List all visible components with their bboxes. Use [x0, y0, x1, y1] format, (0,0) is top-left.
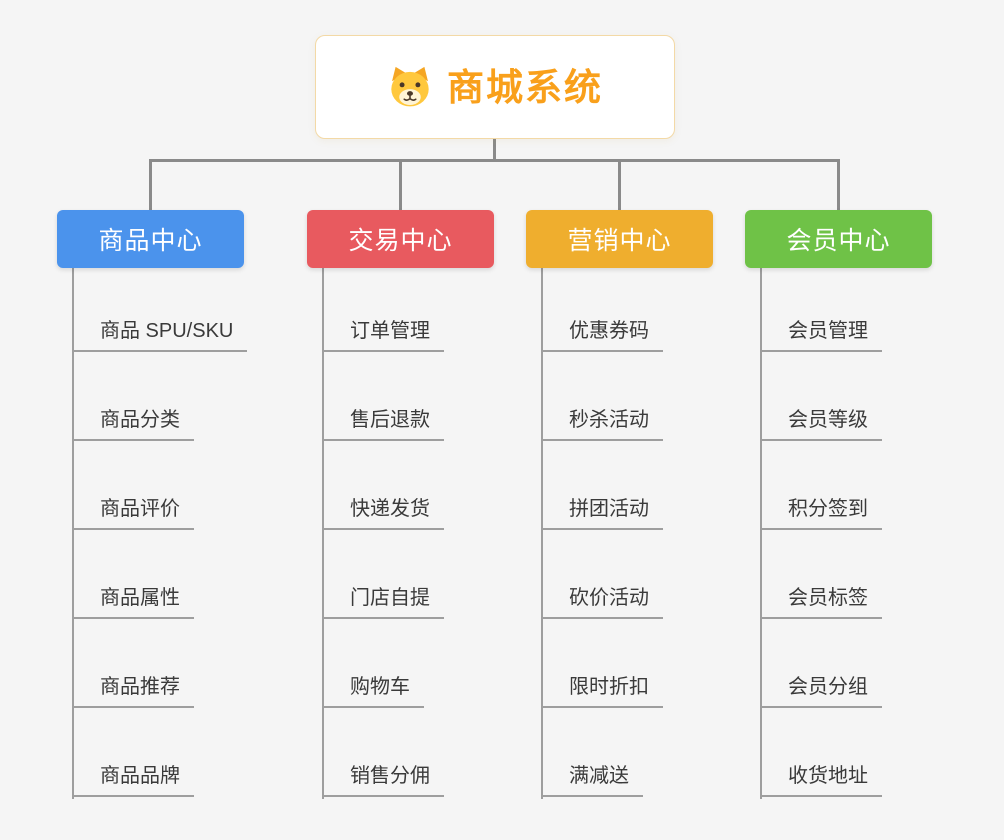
branch-node-member-center[interactable]: 会员中心 — [745, 210, 932, 268]
branch-spine-trade — [322, 268, 324, 799]
topic-node[interactable]: 商品评价 — [72, 492, 194, 530]
connector-branch-drop-4 — [837, 159, 840, 212]
connector-branch-drop-2 — [399, 159, 402, 212]
topic-node[interactable]: 会员等级 — [760, 403, 882, 441]
topic-node[interactable]: 限时折扣 — [541, 670, 663, 708]
connector-root-drop — [493, 138, 496, 161]
topic-node[interactable]: 满减送 — [541, 759, 643, 797]
branch-node-product-center[interactable]: 商品中心 — [57, 210, 244, 268]
topic-node[interactable]: 商品推荐 — [72, 670, 194, 708]
topic-node[interactable]: 销售分佣 — [322, 759, 444, 797]
dog-icon — [387, 64, 433, 110]
branch-node-trade-center[interactable]: 交易中心 — [307, 210, 494, 268]
connector-branch-drop-3 — [618, 159, 621, 212]
topic-node[interactable]: 商品品牌 — [72, 759, 194, 797]
topic-node[interactable]: 订单管理 — [322, 314, 444, 352]
topic-node[interactable]: 优惠券码 — [541, 314, 663, 352]
root-title: 商城系统 — [447, 66, 603, 108]
topic-node[interactable]: 会员管理 — [760, 314, 882, 352]
topic-node[interactable]: 积分签到 — [760, 492, 882, 530]
topic-node[interactable]: 会员标签 — [760, 581, 882, 619]
topic-node[interactable]: 秒杀活动 — [541, 403, 663, 441]
topic-node[interactable]: 拼团活动 — [541, 492, 663, 530]
topic-node[interactable]: 门店自提 — [322, 581, 444, 619]
branch-node-marketing-center[interactable]: 营销中心 — [526, 210, 713, 268]
topic-node[interactable]: 收货地址 — [760, 759, 882, 797]
topic-node[interactable]: 购物车 — [322, 670, 424, 708]
connector-horizontal-bus — [149, 159, 839, 162]
topic-node[interactable]: 砍价活动 — [541, 581, 663, 619]
branch-spine-marketing — [541, 268, 543, 799]
branch-spine-product — [72, 268, 74, 799]
topic-node[interactable]: 商品 SPU/SKU — [72, 314, 248, 352]
topic-node[interactable]: 快递发货 — [322, 492, 444, 530]
topic-node[interactable]: 会员分组 — [760, 670, 882, 708]
topic-node[interactable]: 商品分类 — [72, 403, 194, 441]
branch-spine-member — [760, 268, 762, 799]
topic-node[interactable]: 商品属性 — [72, 581, 194, 619]
root-node[interactable]: 商城系统 — [315, 35, 675, 139]
topic-node[interactable]: 售后退款 — [322, 403, 444, 441]
connector-branch-drop-1 — [149, 159, 152, 212]
